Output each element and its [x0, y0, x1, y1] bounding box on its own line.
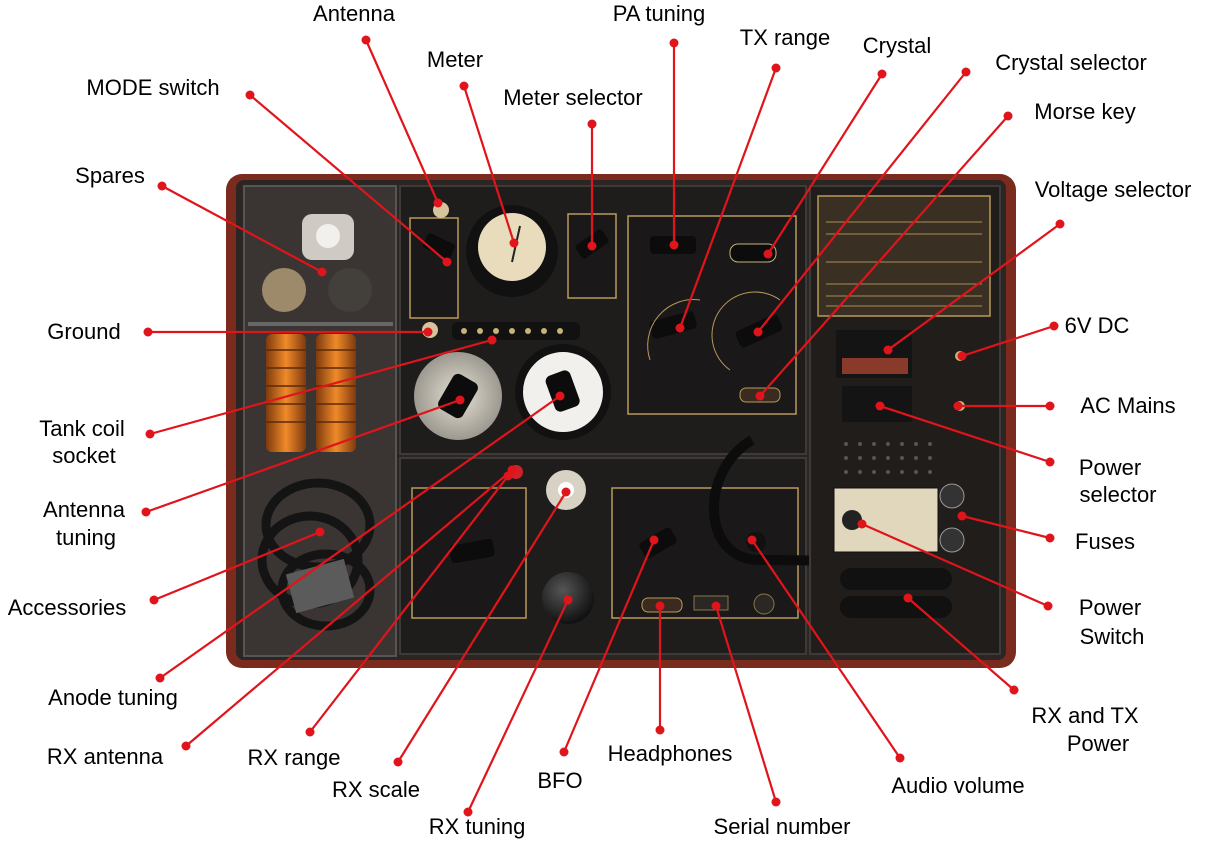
instruction-plate: [817, 195, 991, 317]
label-rx-range: RX range: [248, 745, 341, 770]
label-antenna-tuning-line1: Antenna: [43, 497, 126, 522]
transmitter-panel: [399, 185, 807, 455]
spare-socket: [262, 268, 306, 312]
tank-coil-2: [316, 334, 356, 452]
label-mode-switch: MODE switch: [86, 75, 219, 100]
rx-range-knob: [449, 538, 495, 564]
label-rx-tuning: RX tuning: [429, 814, 526, 839]
tank-coil-socket: [452, 322, 580, 340]
leader-lines: [145, 39, 1061, 813]
label-morse-key: Morse key: [1034, 99, 1135, 124]
callout-labels: Antenna Meter MODE switch Meter selector…: [8, 1, 1192, 839]
label-power-selector-line1: Power: [1079, 455, 1141, 480]
tx-range-knob: [649, 311, 697, 339]
power-panel: [809, 185, 1001, 655]
label-audio-volume: Audio volume: [891, 773, 1024, 798]
label-rx-tx-power-line1: RX and TX: [1031, 703, 1139, 728]
spare-valve-2: [328, 268, 372, 312]
fuse-1: [939, 483, 965, 509]
label-tank-coil-line1: Tank coil: [39, 416, 125, 441]
label-rx-tx-power-line2: Power: [1067, 731, 1129, 756]
spares-compartment: [243, 185, 397, 657]
label-crystal-selector: Crystal selector: [995, 50, 1147, 75]
label-voltage-selector: Voltage selector: [1035, 177, 1192, 202]
tx-power-cable: [840, 596, 952, 618]
mode-switch-knob: [423, 233, 455, 259]
label-rx-antenna: RX antenna: [47, 744, 164, 769]
label-power-switch-line1: Power: [1079, 595, 1141, 620]
leader-dots: [141, 35, 1065, 817]
label-meter: Meter: [427, 47, 483, 72]
label-spares: Spares: [75, 163, 145, 188]
label-bfo: BFO: [537, 768, 582, 793]
fuse-2: [939, 527, 965, 553]
label-power-switch-line2: Switch: [1080, 624, 1145, 649]
label-crystal: Crystal: [863, 33, 931, 58]
label-serial-number: Serial number: [714, 814, 851, 839]
label-anode-tuning: Anode tuning: [48, 685, 178, 710]
switch-plate: [833, 487, 939, 553]
label-tx-range: TX range: [740, 25, 831, 50]
rx-power-cable: [840, 568, 952, 590]
crystal-holder: [729, 243, 777, 263]
label-power-selector-line2: selector: [1079, 482, 1156, 507]
radio-body: [226, 174, 1016, 668]
label-fuses: Fuses: [1075, 529, 1135, 554]
serial-plate: [693, 595, 729, 611]
label-tank-coil-line2: socket: [52, 443, 116, 468]
label-ac-mains: AC Mains: [1080, 393, 1175, 418]
label-pa-tuning: PA tuning: [613, 1, 706, 26]
power-switch-toggle: [842, 510, 862, 530]
label-6v-dc: 6V DC: [1065, 313, 1130, 338]
label-rx-scale: RX scale: [332, 777, 420, 802]
label-ground: Ground: [47, 319, 120, 344]
label-meter-selector: Meter selector: [503, 85, 642, 110]
speaker-grille: [844, 442, 932, 474]
label-accessories: Accessories: [8, 595, 127, 620]
label-antenna: Antenna: [313, 1, 396, 26]
label-headphones: Headphones: [608, 741, 733, 766]
label-antenna-tuning-line2: tuning: [56, 525, 116, 550]
